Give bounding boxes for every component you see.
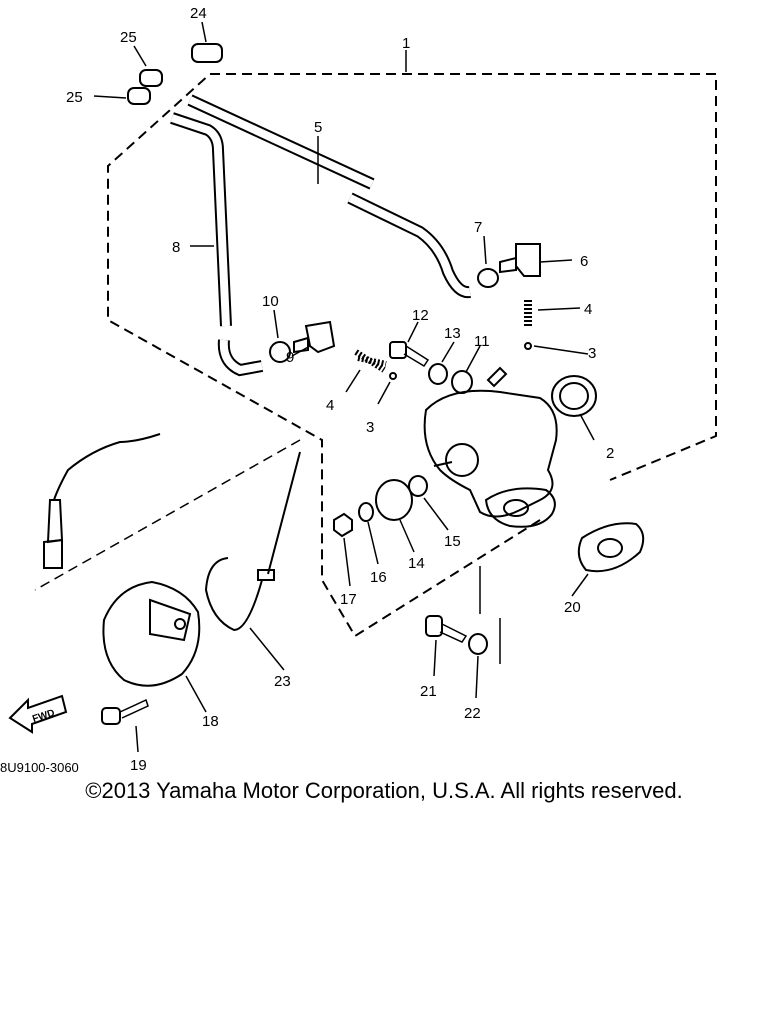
callout-11: 11 xyxy=(474,333,490,350)
callout-14: 14 xyxy=(408,555,425,572)
callout-17: 17 xyxy=(340,591,357,608)
spring-4-left xyxy=(354,349,387,373)
callout-25-lower: 25 xyxy=(66,89,83,106)
parts-diagram: FWD 1 2 3 3 4 4 5 6 7 8 9 10 11 12 13 14… xyxy=(8,5,717,774)
gasket-20 xyxy=(577,522,645,573)
callout-19: 19 xyxy=(130,757,147,774)
callout-22: 22 xyxy=(464,705,481,722)
callout-7: 7 xyxy=(474,219,482,236)
copyright-notice: ©2013 Yamaha Motor Corporation, U.S.A. A… xyxy=(85,778,683,803)
hose-8 xyxy=(170,112,264,377)
callout-12: 12 xyxy=(412,307,429,324)
washer-16 xyxy=(358,502,374,522)
assembly-boundary xyxy=(107,73,717,638)
oil-pump-cable xyxy=(43,433,161,569)
callout-25-upper: 25 xyxy=(120,29,137,46)
fwd-label: FWD xyxy=(31,708,56,726)
callout-2: 2 xyxy=(606,445,614,462)
bolt-leader-line xyxy=(479,566,501,664)
oil-pump-cable-23 xyxy=(204,451,301,632)
callout-3-right: 3 xyxy=(588,345,596,362)
callout-18: 18 xyxy=(202,713,219,730)
oil-seal-2 xyxy=(551,375,597,417)
callout-8: 8 xyxy=(172,239,180,256)
hose-5 xyxy=(187,94,471,299)
callout-15: 15 xyxy=(444,533,461,550)
callout-16: 16 xyxy=(370,569,387,586)
washer-15 xyxy=(408,475,428,497)
callout-23: 23 xyxy=(274,673,291,690)
callout-9: 9 xyxy=(286,349,294,366)
washer-13 xyxy=(428,363,448,385)
cable-bracket-line xyxy=(34,439,301,591)
gear-14 xyxy=(375,479,413,521)
nut-17 xyxy=(333,512,353,538)
callout-labels: 1 2 3 3 4 4 5 6 7 8 9 10 11 12 13 14 15 … xyxy=(66,5,614,774)
callout-21: 21 xyxy=(420,683,437,700)
leader-lines xyxy=(93,21,595,753)
diagram-code: 8U9100-3060 xyxy=(0,760,79,775)
callout-20: 20 xyxy=(564,599,581,616)
washer-11 xyxy=(451,370,473,394)
fwd-arrow-icon xyxy=(8,694,68,734)
ball-3-left xyxy=(389,372,397,380)
oil-pump-body xyxy=(423,366,558,528)
collar-7 xyxy=(477,268,499,288)
bolt-21 xyxy=(425,615,468,643)
clamp-25-lower xyxy=(127,87,151,105)
callout-3-left: 3 xyxy=(366,419,374,436)
ball-3-right xyxy=(524,342,532,350)
clamp-25-upper xyxy=(139,69,163,87)
callout-4-right: 4 xyxy=(584,301,592,318)
callout-4-left: 4 xyxy=(326,397,334,414)
elbow-fitting-6 xyxy=(499,243,541,277)
washer-22 xyxy=(468,633,488,655)
callout-10: 10 xyxy=(262,293,279,310)
callout-1: 1 xyxy=(402,35,410,52)
callout-6: 6 xyxy=(580,253,588,270)
callout-24: 24 xyxy=(190,5,207,22)
collar-10 xyxy=(269,341,291,363)
callout-13: 13 xyxy=(444,325,461,342)
clamp-24 xyxy=(191,43,223,63)
pump-cover-18 xyxy=(102,580,201,687)
elbow-fitting-9 xyxy=(293,320,336,354)
bolt-12 xyxy=(389,341,430,368)
screw-19 xyxy=(101,698,149,725)
callout-5: 5 xyxy=(314,119,322,136)
